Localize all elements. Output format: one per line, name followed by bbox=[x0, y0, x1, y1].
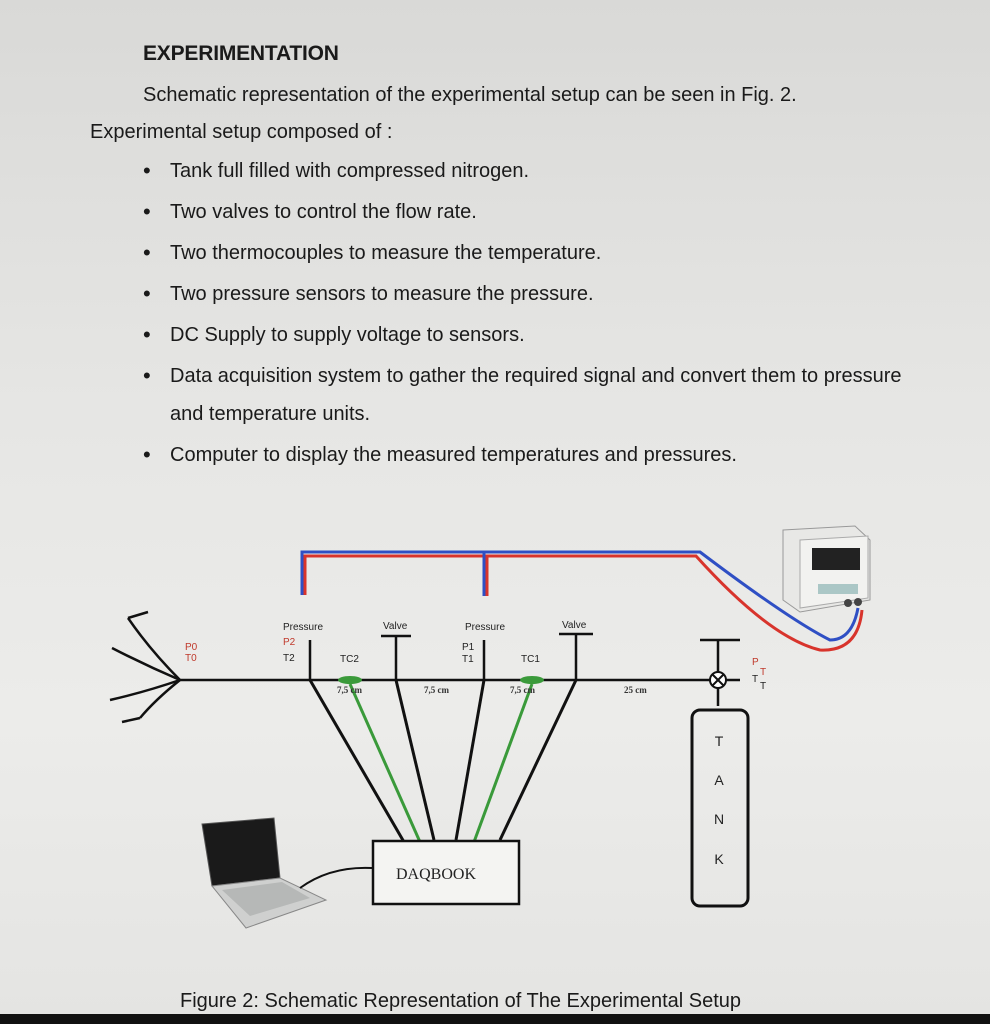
distance-label: 7,5 cm bbox=[424, 685, 449, 695]
distance-label: 25 cm bbox=[624, 685, 647, 695]
distance-label: 7,5 cm bbox=[337, 685, 362, 695]
tank-valve-icon bbox=[709, 671, 727, 689]
list-item: Two pressure sensors to measure the pres… bbox=[143, 275, 903, 313]
outlet-branches bbox=[109, 610, 181, 724]
tank-letter: N bbox=[714, 811, 724, 827]
section-heading: EXPERIMENTATION bbox=[143, 42, 339, 65]
laptop-icon bbox=[201, 817, 328, 929]
blue-wire bbox=[300, 550, 860, 642]
t2-label: T2 bbox=[283, 653, 295, 664]
tank-letter: K bbox=[714, 851, 724, 867]
tc2-sensor-icon bbox=[338, 676, 362, 684]
tc1-sensor-icon bbox=[520, 676, 544, 684]
tank-letter: T bbox=[715, 733, 724, 749]
pt-t-label: T bbox=[752, 674, 758, 685]
pressure-left-label: Pressure bbox=[283, 622, 323, 633]
schematic-figure: P0 T0 Pressure P2 T2 TC2 Valve Pressure … bbox=[109, 525, 871, 929]
pressure-right-label: Pressure bbox=[465, 622, 505, 633]
pt-p-subscript: T bbox=[760, 667, 766, 678]
p1-label: P1 bbox=[462, 642, 475, 653]
screen-bezel bbox=[0, 1014, 990, 1024]
list-item: Data acquisition system to gather the re… bbox=[143, 357, 903, 433]
list-item: Two valves to control the flow rate. bbox=[143, 193, 903, 231]
tc1-label: TC1 bbox=[521, 654, 540, 665]
p0-label: P0 bbox=[185, 642, 198, 653]
tank-letter: A bbox=[714, 772, 724, 788]
figure-caption: Figure 2: Schematic Representation of Th… bbox=[180, 990, 742, 1012]
composed-of-text: Experimental setup composed of : bbox=[90, 121, 393, 143]
dc-supply-icon bbox=[782, 525, 871, 613]
list-item: Two thermocouples to measure the tempera… bbox=[143, 234, 903, 272]
tank-icon bbox=[690, 708, 750, 908]
pt-t-subscript: T bbox=[760, 681, 766, 692]
red-wire bbox=[303, 554, 864, 652]
equipment-list: Tank full filled with compressed nitroge… bbox=[143, 152, 903, 477]
pt-p-label: P bbox=[752, 657, 759, 668]
distance-label: 7,5 cm bbox=[510, 685, 535, 695]
intro-paragraph: Schematic representation of the experime… bbox=[143, 84, 797, 106]
tc2-label: TC2 bbox=[340, 654, 359, 665]
p2-label: P2 bbox=[283, 637, 296, 648]
list-item: Tank full filled with compressed nitroge… bbox=[143, 152, 903, 190]
t1-label: T1 bbox=[462, 654, 474, 665]
daqbook-box bbox=[371, 839, 521, 906]
list-item: Computer to display the measured tempera… bbox=[143, 436, 903, 474]
valve-left-label: Valve bbox=[383, 621, 408, 632]
daqbook-label: DAQBOOK bbox=[396, 866, 476, 883]
list-item: DC Supply to supply voltage to sensors. bbox=[143, 316, 903, 354]
t0-label: T0 bbox=[185, 653, 197, 664]
valve-right-label: Valve bbox=[562, 620, 587, 631]
